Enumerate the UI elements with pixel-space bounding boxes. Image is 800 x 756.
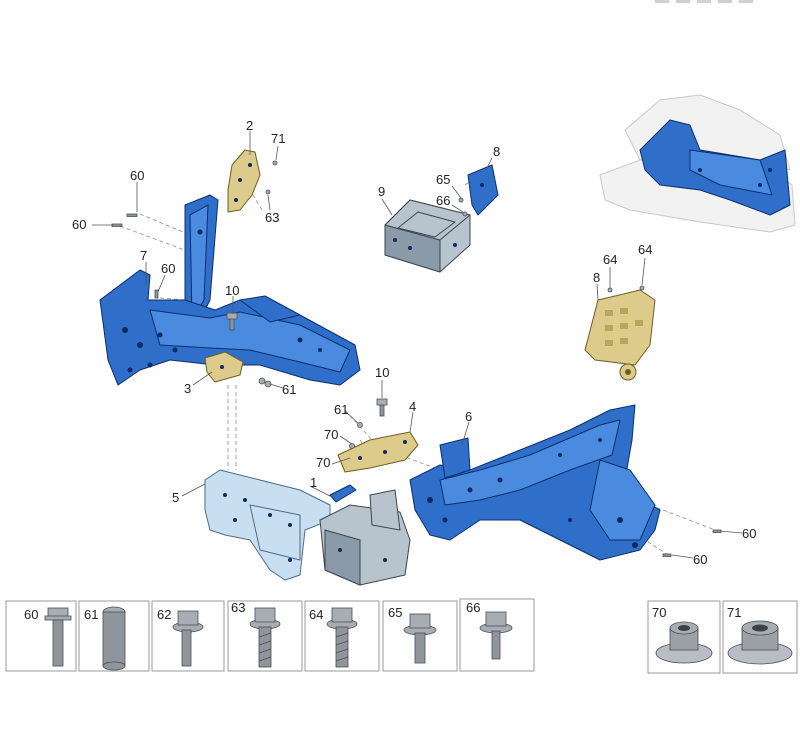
nut-box-71: 71 bbox=[722, 600, 798, 674]
svg-text:60: 60 bbox=[24, 607, 38, 622]
callout-63: 63 bbox=[265, 210, 279, 225]
callout-9: 9 bbox=[378, 184, 385, 199]
callout-7: 7 bbox=[140, 248, 147, 263]
fastener-box-61: 61 bbox=[78, 600, 150, 672]
callout-64-b: 64 bbox=[638, 242, 652, 257]
vehicle-location-thumbnail bbox=[599, 94, 796, 233]
fastener-box-63: 63 bbox=[227, 600, 303, 672]
callout-labels: 60 60 7 60 2 71 63 10 3 61 10 4 61 70 70… bbox=[72, 118, 756, 567]
svg-text:70: 70 bbox=[652, 605, 666, 620]
callout-60-b: 10 bbox=[375, 365, 389, 380]
svg-text:71: 71 bbox=[727, 605, 741, 620]
fastener-box-62: 62 bbox=[151, 600, 225, 672]
callout-6: 6 bbox=[465, 409, 472, 424]
part-10-bracket bbox=[467, 164, 499, 216]
callout-60-a: 10 bbox=[225, 283, 239, 298]
nut-box-70: 70 bbox=[647, 600, 721, 674]
svg-text:61: 61 bbox=[84, 607, 98, 622]
part-2-bracket bbox=[227, 149, 261, 213]
svg-text:65: 65 bbox=[388, 605, 402, 620]
part-5-crossmember bbox=[204, 469, 331, 581]
callout-61-c: 60 bbox=[161, 261, 175, 276]
svg-text:63: 63 bbox=[231, 600, 245, 615]
svg-text:62: 62 bbox=[157, 607, 171, 622]
callout-65: 65 bbox=[436, 172, 450, 187]
fastener-box-65: 65 bbox=[382, 600, 458, 672]
callout-64-a: 64 bbox=[603, 252, 617, 267]
svg-text:64: 64 bbox=[309, 607, 323, 622]
callout-5: 5 bbox=[172, 490, 179, 505]
callout-61-a: 60 bbox=[130, 168, 144, 183]
loose-fasteners bbox=[111, 160, 722, 557]
fastener-legend: 60 61 62 63 bbox=[5, 598, 798, 674]
svg-text:66: 66 bbox=[466, 600, 480, 615]
part-1-tab bbox=[329, 484, 357, 503]
callout-4: 4 bbox=[409, 399, 416, 414]
callout-10: 8 bbox=[493, 144, 500, 159]
part-6-right-frame bbox=[409, 404, 661, 561]
leader-lines bbox=[92, 131, 743, 559]
part-4-bracket bbox=[337, 431, 419, 473]
callout-8: 8 bbox=[593, 270, 600, 285]
callout-61-b: 60 bbox=[72, 217, 86, 232]
callout-70-b: 70 bbox=[316, 455, 330, 470]
part-3-bracket bbox=[204, 351, 244, 383]
callout-62-a: 61 bbox=[282, 382, 296, 397]
callout-62-b: 61 bbox=[334, 402, 348, 417]
fastener-box-60: 60 bbox=[5, 600, 77, 672]
callout-61-e: 60 bbox=[693, 552, 707, 567]
callout-71: 71 bbox=[271, 131, 285, 146]
callout-61-d: 60 bbox=[742, 526, 756, 541]
lower-battery-tray bbox=[319, 489, 411, 586]
fastener-box-66: 66 bbox=[459, 598, 535, 672]
part-9-battery-tray bbox=[384, 199, 471, 273]
top-corner-marks bbox=[655, 0, 753, 3]
part-8-plate bbox=[584, 289, 656, 381]
callout-1: 1 bbox=[310, 475, 317, 490]
callout-66: 66 bbox=[436, 193, 450, 208]
fastener-box-64: 64 bbox=[304, 600, 380, 672]
callout-70-a: 70 bbox=[324, 427, 338, 442]
callout-3: 3 bbox=[184, 381, 191, 396]
callout-2: 2 bbox=[246, 118, 253, 133]
